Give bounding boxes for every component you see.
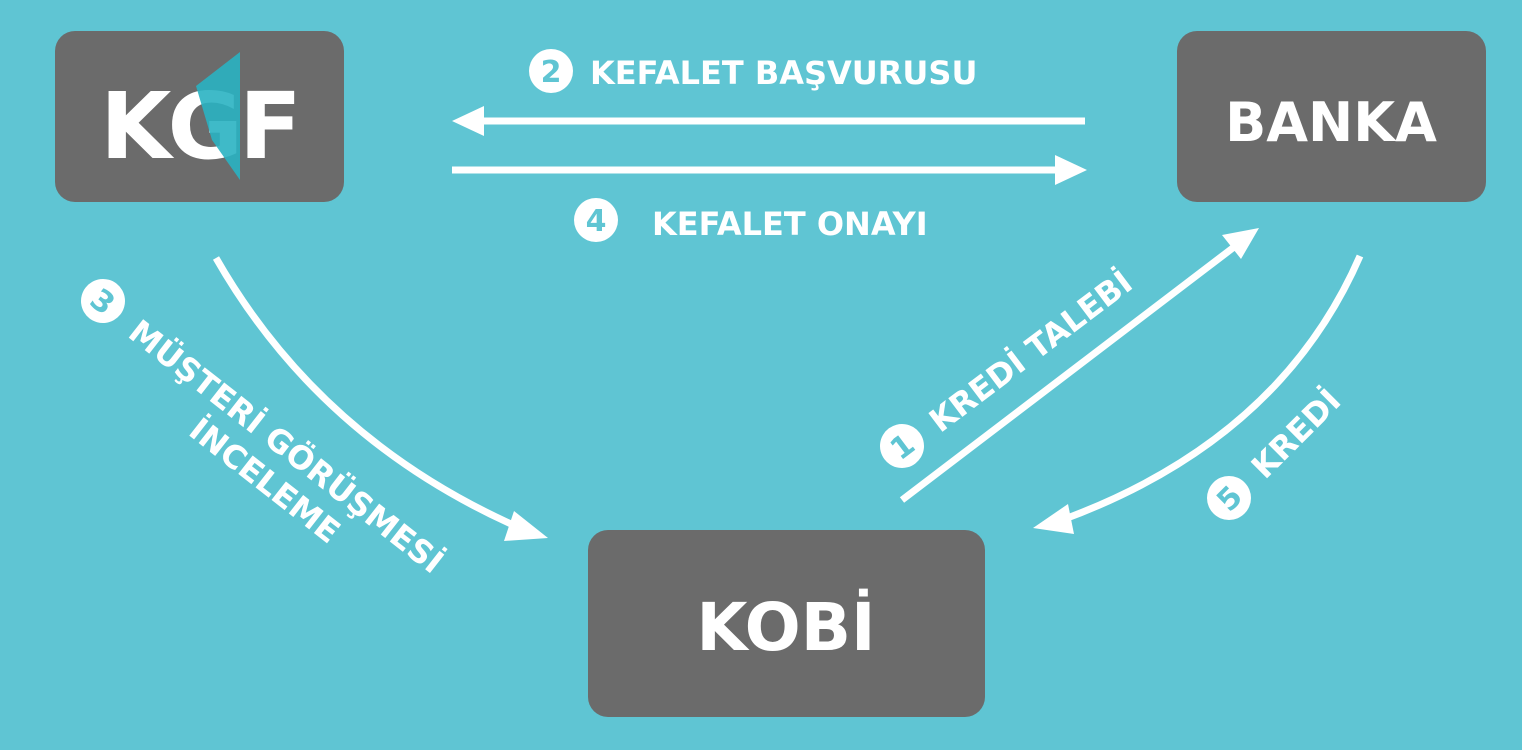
badge-circle-5 (1207, 476, 1251, 520)
badge-circle-2 (529, 49, 573, 93)
step-1-label: KREDİ TALEBİ (922, 263, 1139, 440)
arrow-line-1 (899, 241, 1241, 503)
kgf-logo-accent-icon (196, 52, 240, 180)
badge-circle-4 (574, 198, 618, 242)
step-2-label: KEFALET BAŞVURUSU (590, 54, 977, 92)
kgf-box (55, 31, 344, 202)
arrowhead-1-icon (1222, 228, 1259, 259)
banka-box (1177, 31, 1486, 202)
badge-circle-3 (81, 279, 125, 323)
step-4: 4 KEFALET ONAYI (452, 155, 1087, 243)
arrowhead-5-icon (1033, 504, 1074, 534)
kobi-label: KOBİ (696, 589, 875, 666)
step-2: 2 KEFALET BAŞVURUSU (452, 49, 1085, 136)
step-4-label: KEFALET ONAYI (652, 205, 928, 243)
arrowhead-3-icon (504, 511, 548, 541)
banka-node: BANKA (1177, 31, 1486, 202)
step-1-text-group: 1 KREDİ TALEBİ (880, 263, 1140, 468)
step-3: 3 MÜŞTERİ GÖRÜŞMESİ İNCELEME (81, 256, 548, 581)
step-4-badge: 4 (574, 198, 618, 242)
badge-number-4: 4 (586, 204, 607, 239)
badge-number-2: 2 (541, 55, 562, 90)
kobi-node: KOBİ (588, 530, 985, 717)
step-2-badge: 2 (529, 49, 573, 93)
step-5-text-group: 5 KREDİ (1207, 381, 1348, 520)
kobi-box (588, 530, 985, 717)
arrowhead-4-icon (1055, 155, 1087, 185)
arrow-line-5 (1060, 254, 1364, 524)
step-3-text-group: 3 MÜŞTERİ GÖRÜŞMESİ İNCELEME (81, 279, 451, 581)
kgf-node: KGF (55, 31, 344, 202)
banka-label: BANKA (1225, 91, 1437, 154)
kgf-logo: KGF (100, 52, 302, 180)
arrow-line-3 (212, 256, 522, 532)
step-1: 1 KREDİ TALEBİ (880, 228, 1259, 503)
arrowhead-2-icon (452, 106, 484, 136)
badge-circle-1 (880, 424, 924, 468)
